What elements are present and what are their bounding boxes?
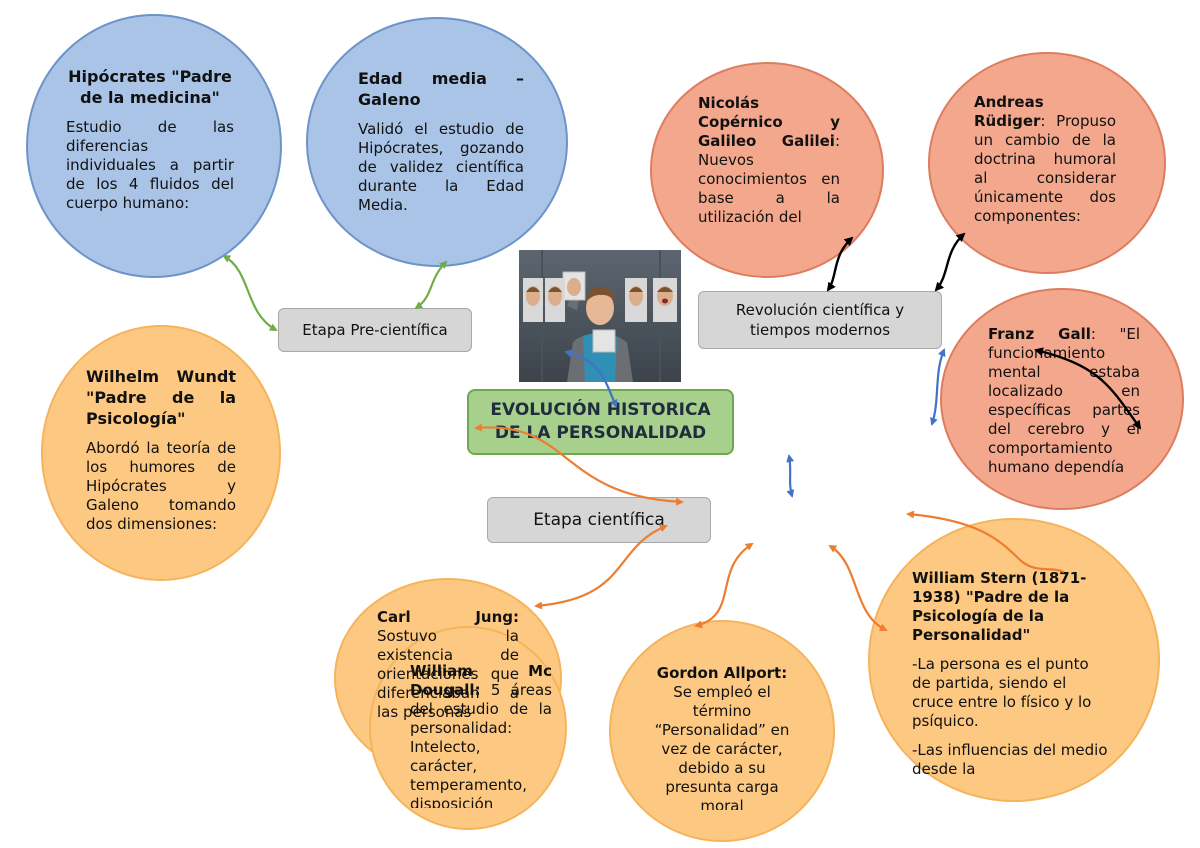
rudiger-body: : Propuso un cambio de la doctrina humor…: [974, 112, 1116, 225]
mcdougall-text: William Mc Dougall: 5 áreas del estudio …: [410, 662, 552, 808]
stern-body-2: -Las influencias del medio desde la: [912, 741, 1108, 775]
stage-revolucion: Revolución científica y tiempos modernos: [698, 291, 942, 349]
wundt-text: Wilhelm Wundt "Padre de la Psicología" A…: [86, 366, 236, 546]
central-title-box: EVOLUCIÓN HISTORICA DE LA PERSONALIDAD: [467, 389, 734, 455]
gall-body: : "El funcionamiento mental estaba local…: [988, 325, 1140, 476]
galeno-title: Edad media – Galeno: [358, 69, 524, 109]
allport-title: Gordon Allport:: [656, 664, 788, 682]
wundt-body: Abordó la teoría de los humores de Hipóc…: [86, 439, 236, 533]
hipocrates-title: Hipócrates "Padre de la medicina": [68, 67, 232, 107]
stage-cientifica-label: Etapa científica: [533, 510, 665, 530]
allport-text: Gordon Allport: Se empleó el término “Pe…: [649, 664, 795, 810]
arrow-rudiger-revolution: [934, 232, 966, 292]
arrow-galeno-pre: [414, 260, 448, 310]
allport-body: Se empleó el término “Personalidad” en v…: [654, 683, 790, 810]
hipocrates-node: [26, 14, 282, 278]
jung-body: Sostuvo la existencia de orientaciones q…: [377, 627, 519, 721]
stage-pre-cientifica: Etapa Pre-científica: [278, 308, 472, 352]
stern-body-1: -La persona es el punto de partida, sien…: [912, 655, 1092, 730]
rudiger-text: Andreas Rüdiger: Propuso un cambio de la…: [974, 93, 1116, 229]
central-title-line1: EVOLUCIÓN HISTORICA: [490, 400, 711, 420]
masks-photo-illustration: [519, 250, 681, 382]
copernico-text: Nicolás Copérnico y Galileo Galilei: Nue…: [698, 94, 840, 230]
stage-revolucion-line2: tiempos modernos: [749, 321, 891, 339]
wundt-node: [41, 325, 281, 581]
copernico-title: Nicolás Copérnico y Galileo Galilei: [698, 94, 840, 150]
rudiger-title: Andreas Rüdiger: [974, 93, 1044, 130]
jung-title: Carl Jung:: [377, 608, 519, 626]
stage-pre-label: Etapa Pre-científica: [302, 321, 448, 339]
hipocrates-body: Estudio de las diferencias individuales …: [66, 118, 234, 212]
mcdougall-node: [369, 626, 567, 830]
wundt-title: Wilhelm Wundt "Padre de la Psicología": [86, 367, 236, 428]
galeno-node: [306, 17, 568, 267]
mcdougall-body: 5 áreas del estudio de la personalidad: …: [410, 681, 552, 808]
gall-text: Franz Gall: "El funcionamiento mental es…: [988, 325, 1140, 477]
stage-revolucion-line1: Revolución científica y: [735, 301, 905, 319]
jung-text: Carl Jung: Sostuvo la existencia de orie…: [377, 608, 519, 738]
arrow-blue-small: [786, 454, 795, 498]
mcdougall-title: William Mc Dougall:: [410, 662, 552, 699]
personality-masks-photo: [519, 250, 681, 382]
rudiger-node: [928, 52, 1166, 274]
galeno-body: Validó el estudio de Hipócrates, gozando…: [358, 120, 524, 214]
gall-title: Franz Gall: [988, 325, 1091, 343]
hipocrates-text: Hipócrates "Padre de la medicina" Estudi…: [66, 66, 234, 236]
copernico-body: : Nuevos conocimientos en base a la util…: [698, 132, 840, 226]
stern-title: William Stern (1871-1938) "Padre de la P…: [912, 569, 1087, 644]
central-title-line2: DE LA PERSONALIDAD: [494, 423, 707, 443]
stage-cientifica: Etapa científica: [487, 497, 711, 543]
arrow-allport: [694, 542, 754, 629]
stern-text: William Stern (1871-1938) "Padre de la P…: [912, 569, 1108, 775]
galeno-text: Edad media – Galeno Validó el estudio de…: [358, 68, 524, 228]
arrow-hipocrates-pre: [222, 255, 278, 331]
